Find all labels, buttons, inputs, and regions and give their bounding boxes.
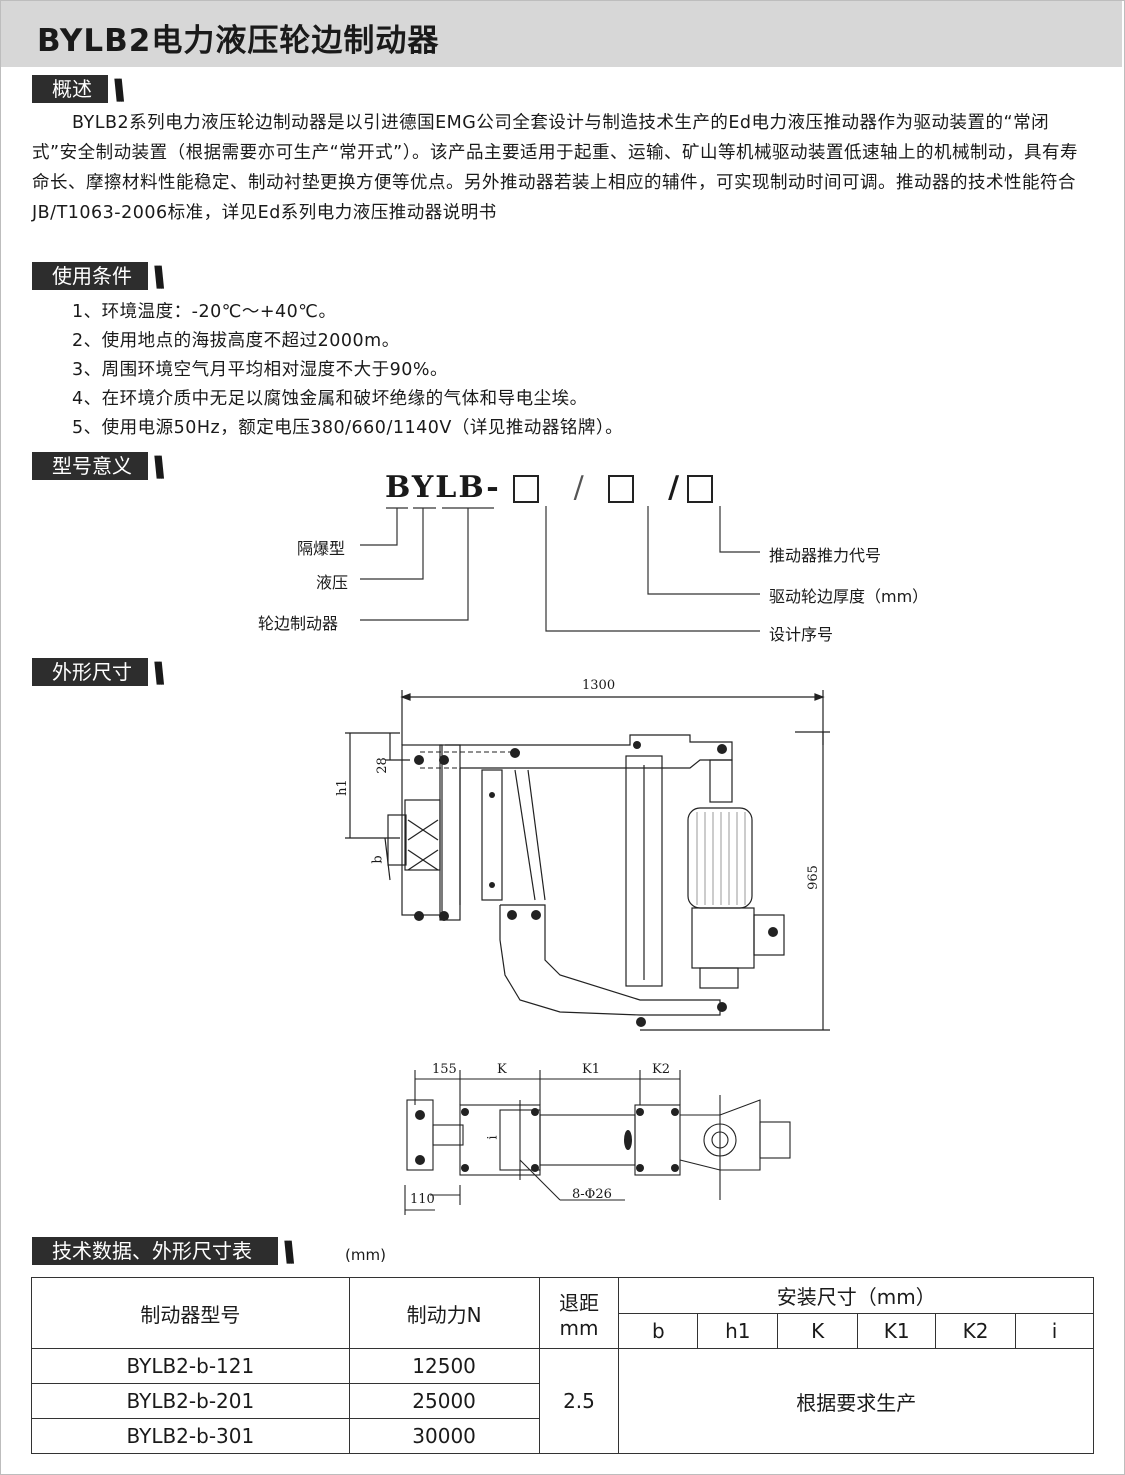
code-separator: / <box>573 470 586 505</box>
dim-110: 110 <box>410 1192 435 1207</box>
header-retreat-unit: mm <box>559 1315 599 1340</box>
header-retreat-label: 退距 <box>558 1290 599 1315</box>
header-install: 安装尺寸（mm） <box>618 1277 1094 1314</box>
header-model: 制动器型号 <box>31 1277 350 1349</box>
header-b: b <box>618 1313 699 1349</box>
cell-install-note: 根据要求生产 <box>618 1348 1094 1454</box>
label-design-serial: 设计序号 <box>769 625 834 644</box>
list-item: 4、在环境介质中无足以腐蚀金属和破坏绝缘的气体和导电尘埃。 <box>72 389 588 409</box>
header-K: K <box>777 1313 859 1349</box>
code-prefix: BYLB- <box>385 470 501 505</box>
list-item: 3、周围环境空气月平均相对湿度不大于90%。 <box>72 360 449 380</box>
dim-K: K <box>497 1062 507 1077</box>
list-item: 1、环境温度：-20℃～+40℃。 <box>72 302 337 322</box>
top-view-drawing <box>404 1070 791 1215</box>
header-K2: K2 <box>935 1313 1017 1349</box>
table-unit-note: (mm) <box>345 1246 386 1264</box>
spec-table: 制动器型号 制动力N 退距 mm 安装尺寸（mm） b h1 K K1 K2 i… <box>31 1277 1094 1454</box>
table-row: BYLB2-b-121 12500 2.5 根据要求生产 <box>31 1348 1094 1454</box>
section-header-overview: 概述 \\\ <box>32 73 122 106</box>
page-title: BYLB2电力液压轮边制动器 <box>37 23 440 59</box>
model-leader-lines <box>360 506 760 632</box>
section-label: 使用条件 <box>32 262 148 290</box>
front-view-drawing <box>345 690 830 1031</box>
dim-K1: K1 <box>582 1062 600 1077</box>
section-label: 技术数据、外形尺寸表 <box>32 1237 278 1265</box>
section-label: 外形尺寸 <box>32 658 148 686</box>
section-header-table: 技术数据、外形尺寸表 \\\ <box>32 1235 292 1268</box>
conditions-list: 1、环境温度：-20℃～+40℃。 2、使用地点的海拔高度不超过2000m。 3… <box>72 298 623 443</box>
cell-retreat: 2.5 <box>538 1348 620 1454</box>
label-hydraulic: 液压 <box>316 573 349 592</box>
list-item: 5、使用电源50Hz，额定电压380/660/1140V（详见推动器铭牌）。 <box>72 418 624 438</box>
dim-width: 1300 <box>582 678 616 693</box>
cell-model: BYLB2-b-301 <box>31 1418 350 1454</box>
placeholder-box <box>607 475 634 503</box>
label-wheel-brake: 轮边制动器 <box>258 614 339 633</box>
overview-text: BYLB2系列电力液压轮边制动器是以引进德国EMG公司全套设计与制造技术生产的E… <box>32 113 1078 223</box>
header-retreat: 退距 mm <box>538 1277 620 1349</box>
cell-model: BYLB2-b-201 <box>31 1383 350 1419</box>
section-label: 概述 <box>32 75 108 103</box>
cell-force: 30000 <box>348 1418 540 1454</box>
title-bar: BYLB2电力液压轮边制动器 <box>1 1 1122 67</box>
label-wheel-thickness: 驱动轮边厚度（mm） <box>769 587 929 606</box>
dim-155: 155 <box>432 1062 457 1077</box>
table-row: BYLB2-b-301 30000 <box>31 1418 1094 1454</box>
label-explosion-proof: 隔爆型 <box>297 539 346 558</box>
section-label: 型号意义 <box>32 452 148 480</box>
label-thrust-code: 推动器推力代号 <box>769 546 882 565</box>
code-separator: / <box>668 470 682 505</box>
header-force: 制动力N <box>348 1277 540 1349</box>
model-code: BYLB- / / <box>385 470 714 505</box>
section-header-dimensions: 外形尺寸 \\\ <box>32 656 162 689</box>
dim-K2: K2 <box>652 1062 670 1077</box>
placeholder-box <box>687 475 714 503</box>
section-header-model: 型号意义 \\\ <box>32 450 162 483</box>
cell-force: 25000 <box>348 1383 540 1419</box>
list-item: 2、使用地点的海拔高度不超过2000m。 <box>72 331 400 351</box>
cell-force: 12500 <box>348 1348 540 1384</box>
header-h1: h1 <box>697 1313 779 1349</box>
cell-model: BYLB2-b-121 <box>31 1348 350 1384</box>
header-K1: K1 <box>857 1313 937 1349</box>
section-header-conditions: 使用条件 \\\ <box>32 260 162 293</box>
dim-i: i <box>485 1135 501 1140</box>
dim-holes: 8-Φ26 <box>572 1187 612 1202</box>
header-i: i <box>1015 1313 1094 1349</box>
placeholder-box <box>513 475 540 503</box>
